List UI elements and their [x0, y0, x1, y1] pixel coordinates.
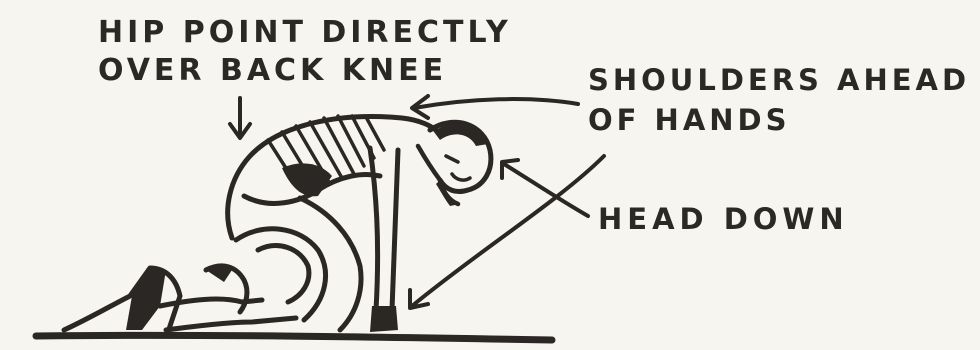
face — [446, 156, 470, 180]
hand — [370, 306, 398, 332]
hip-shadow — [282, 163, 332, 196]
shoulders-label-line-2: OF HANDS — [588, 100, 970, 140]
head-label: HEAD DOWN — [598, 200, 849, 238]
head-arrow — [504, 164, 588, 216]
ground-line — [36, 335, 552, 340]
hip-label-line-1: HIP POINT DIRECTLY — [98, 14, 512, 52]
front-leg — [236, 229, 326, 320]
rear-shin-lower — [166, 318, 296, 330]
hip-label-line-2: OVER BACK KNEE — [98, 52, 512, 90]
front-calf — [258, 246, 309, 302]
hip-label: HIP POINT DIRECTLY OVER BACK KNEE — [98, 14, 512, 90]
shoulders-label: SHOULDERS AHEAD OF HANDS — [588, 60, 970, 140]
arm-inner — [392, 150, 398, 310]
shoulders-arrow — [414, 99, 578, 108]
rear-foot-sole — [126, 266, 166, 330]
arm — [370, 148, 378, 310]
shoulders-label-line-1: SHOULDERS AHEAD — [588, 60, 970, 100]
